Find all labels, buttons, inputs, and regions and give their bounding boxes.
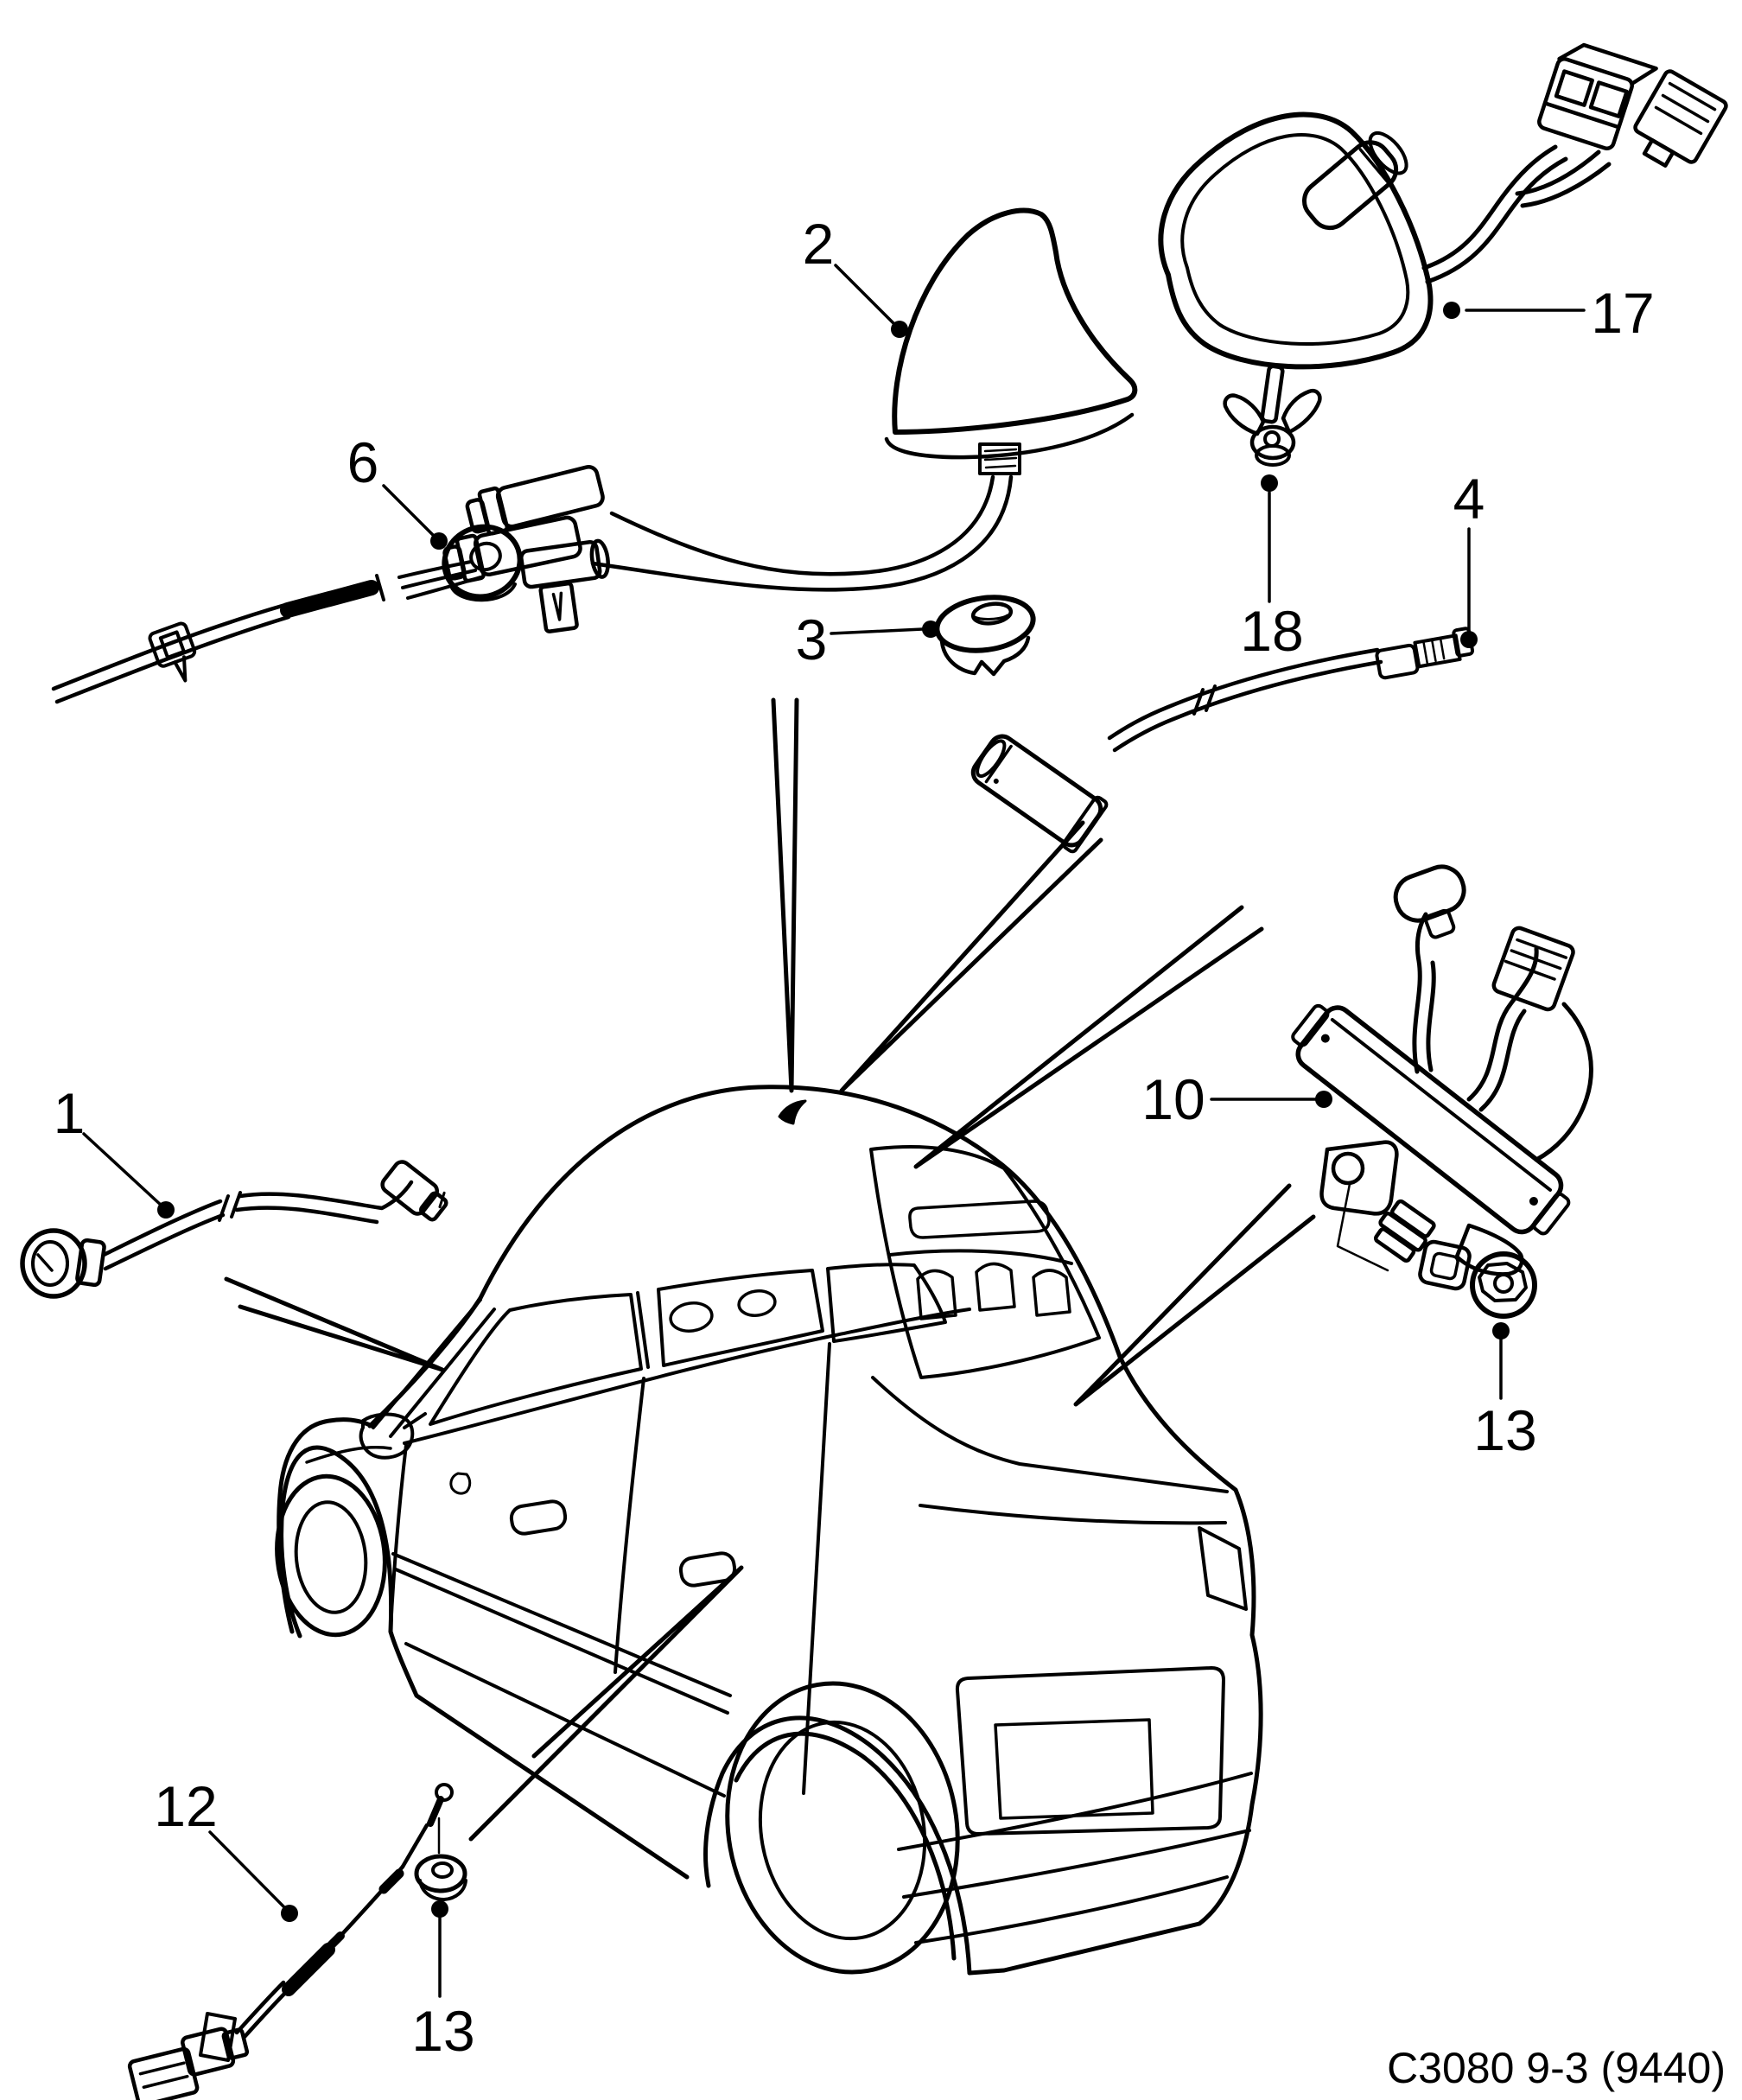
callout-10[interactable]: 10	[1141, 1067, 1205, 1131]
callout-18[interactable]: 18	[1240, 599, 1304, 663]
module-connector-oval	[1393, 864, 1466, 939]
cable-end-connector	[970, 734, 1109, 854]
module-connector-ribbed	[1491, 926, 1575, 1012]
callout-leaders	[82, 264, 1586, 1998]
callout-13-bottom[interactable]: 13	[411, 1999, 475, 2063]
part-2-sharkfin-antenna	[442, 207, 1138, 592]
rear-window	[869, 1144, 1101, 1379]
module-bracket	[1319, 1140, 1524, 1291]
trunk-and-bumper	[871, 1376, 1253, 1944]
side-windows	[429, 1263, 947, 1426]
callout-2[interactable]: 2	[802, 212, 835, 276]
car-illustration	[275, 1085, 1263, 1976]
harness-connector-a	[1537, 42, 1658, 151]
part-12-cable	[127, 1783, 467, 2100]
antenna-mast	[1302, 130, 1408, 231]
part-3-grommet	[934, 595, 1036, 677]
callout-17[interactable]: 17	[1591, 281, 1655, 345]
part-6-cable-grommet	[51, 524, 610, 704]
part-13-nut-right	[1470, 1251, 1537, 1319]
callout-1[interactable]: 1	[53, 1081, 86, 1145]
car-body-outline	[367, 1085, 1263, 1976]
callout-12[interactable]: 12	[154, 1774, 218, 1838]
doors-and-trim	[389, 1342, 831, 1798]
grommet-tee	[519, 538, 610, 633]
callout-3[interactable]: 3	[795, 608, 828, 671]
callout-4[interactable]: 4	[1453, 467, 1485, 531]
part-1-cable	[20, 1160, 448, 1299]
part-4-antenna-cable	[970, 627, 1475, 854]
part-17-roof-antenna-assembly	[1158, 42, 1728, 370]
part-18-wing-nut	[1223, 364, 1322, 467]
pointer-lines	[224, 697, 1316, 1842]
harness-connector-b	[1633, 69, 1728, 168]
callout-13-right[interactable]: 13	[1473, 1398, 1537, 1462]
roof-antenna-mark	[778, 1099, 807, 1125]
front-wheel	[275, 1473, 387, 1638]
part-13-grommet-bottom	[414, 1817, 467, 1901]
callout-6[interactable]: 6	[346, 430, 379, 494]
rear-wheel	[725, 1681, 960, 1975]
figure-caption: C3080 9-3 (9440)	[1387, 2044, 1726, 2092]
cable-clip	[148, 621, 197, 683]
part-10-antenna-amplifier	[1291, 864, 1593, 1319]
side-mirror	[359, 1412, 427, 1460]
